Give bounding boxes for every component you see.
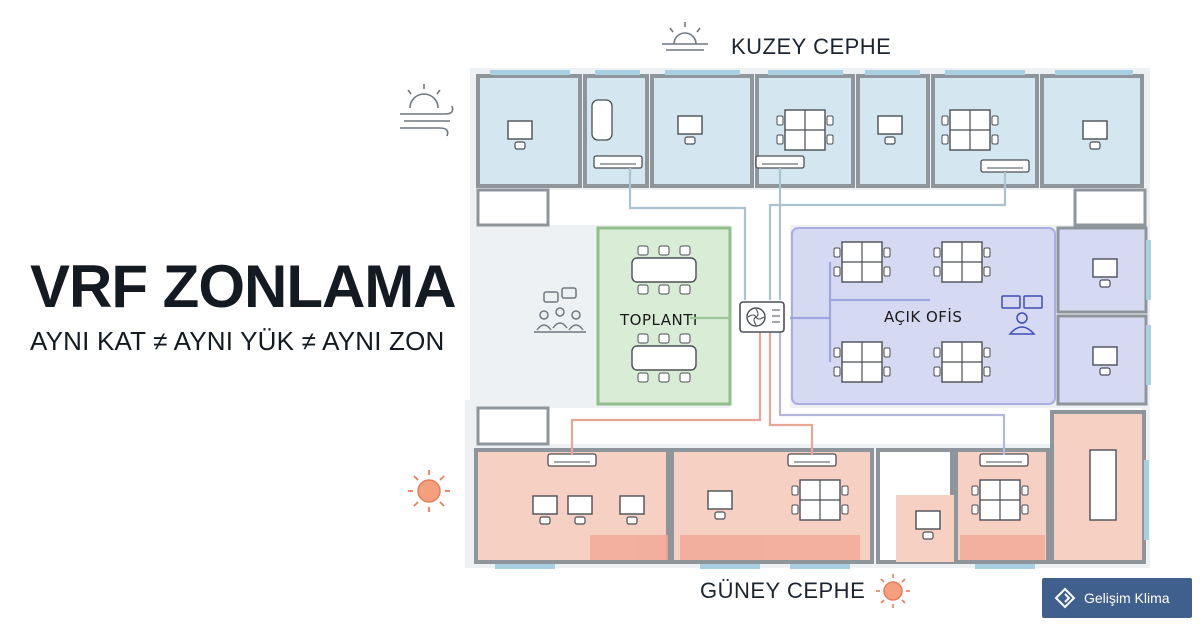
open-office-zone-label: AÇIK OFİS xyxy=(884,307,962,326)
vrf-outdoor-unit-icon xyxy=(739,301,785,333)
sun-icon xyxy=(662,22,708,51)
meeting-zone-label: TOPLANTI xyxy=(619,311,698,329)
corridor-north xyxy=(478,190,1142,225)
vrf-piping xyxy=(570,168,1007,455)
north-facade-label: KUZEY CEPHE xyxy=(731,34,892,59)
north-zone xyxy=(476,70,1144,188)
meeting-zone xyxy=(596,226,732,406)
workstation-people-icon xyxy=(1001,295,1043,335)
headline-subtitle: AYNI KAT ≠ AYNI YÜK ≠ AYNI ZON xyxy=(30,326,445,356)
brand-name: Gelişim Klima xyxy=(1084,590,1170,606)
wind-sun-icon xyxy=(400,84,454,137)
sun-icon xyxy=(408,470,450,512)
brand-logo-icon xyxy=(1054,587,1076,609)
meeting-people-icon xyxy=(534,287,586,333)
headline-title: VRF ZONLAMA xyxy=(30,253,457,320)
south-zone xyxy=(474,410,1149,569)
south-facade-label: GÜNEY CEPHE xyxy=(700,578,866,603)
sun-icon xyxy=(876,574,910,608)
open-office-zone xyxy=(791,226,1151,406)
brand-badge[interactable]: Gelişim Klima xyxy=(1042,578,1192,618)
